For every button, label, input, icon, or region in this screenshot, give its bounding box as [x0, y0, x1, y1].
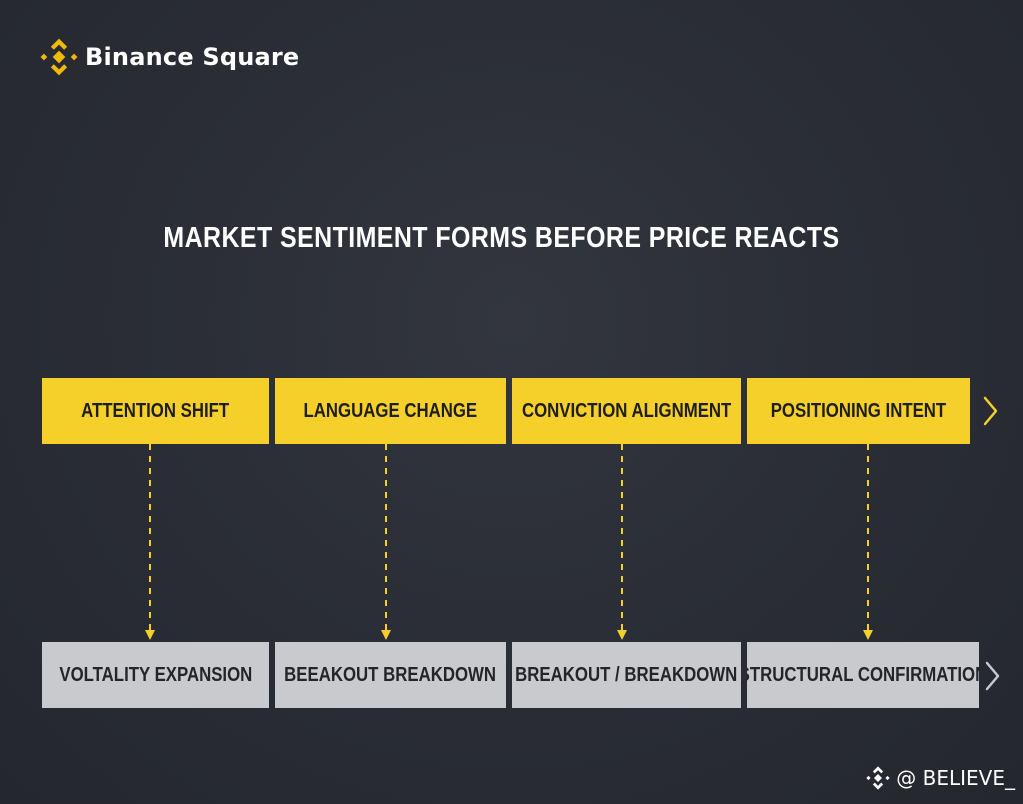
bottom-row-chevron-right-icon — [985, 661, 1000, 691]
bottom-stage-label: VOLTALITY EXPANSION — [59, 663, 252, 686]
top-row-chevron-right-icon — [983, 396, 998, 426]
top-stage-label: POSITIONING INTENT — [770, 399, 947, 422]
bottom-stage-structural-confirmation: STRUCTURAL CONFIRMATION — [747, 642, 979, 708]
top-stage-conviction-alignment: CONVICTION ALIGNMENT — [512, 378, 741, 444]
brand-header: Binance Square — [40, 38, 299, 76]
top-stage-label: LANGUAGE CHANGE — [303, 399, 478, 422]
bottom-stage-breakout-breakdown: BREAKOUT / BREAKDOWN — [512, 642, 741, 708]
top-stage-positioning-intent: POSITIONING INTENT — [747, 378, 970, 444]
bottom-stage-label: STRUCTURAL CONFIRMATION — [747, 663, 979, 686]
diagram-title: MARKET SENTIMENT FORMS BEFORE PRICE REAC… — [163, 222, 840, 254]
connector-arrow — [617, 444, 627, 640]
bottom-stage-voltality-expansion: VOLTALITY EXPANSION — [42, 642, 269, 708]
connector-arrow — [381, 444, 391, 640]
top-stage-attention-shift: ATTENTION SHIFT — [42, 378, 269, 444]
connector-arrow — [145, 444, 155, 640]
bottom-stage-label: BEEAKOUT BREAKDOWN — [284, 663, 497, 686]
brand-name: Binance Square — [85, 43, 300, 71]
connector-arrow — [863, 444, 873, 640]
top-stage-label: ATTENTION SHIFT — [81, 399, 230, 422]
binance-logo-icon — [866, 766, 890, 790]
watermark-handle: @ BELIEVE_ — [896, 766, 1015, 790]
top-stage-language-change: LANGUAGE CHANGE — [275, 378, 506, 444]
binance-logo-icon — [40, 38, 78, 76]
bottom-stage-beeakout-breakdown: BEEAKOUT BREAKDOWN — [275, 642, 506, 708]
watermark: @ BELIEVE_ — [866, 763, 1015, 793]
top-stage-label: CONVICTION ALIGNMENT — [521, 399, 732, 422]
bottom-stage-label: BREAKOUT / BREAKDOWN — [515, 663, 738, 686]
